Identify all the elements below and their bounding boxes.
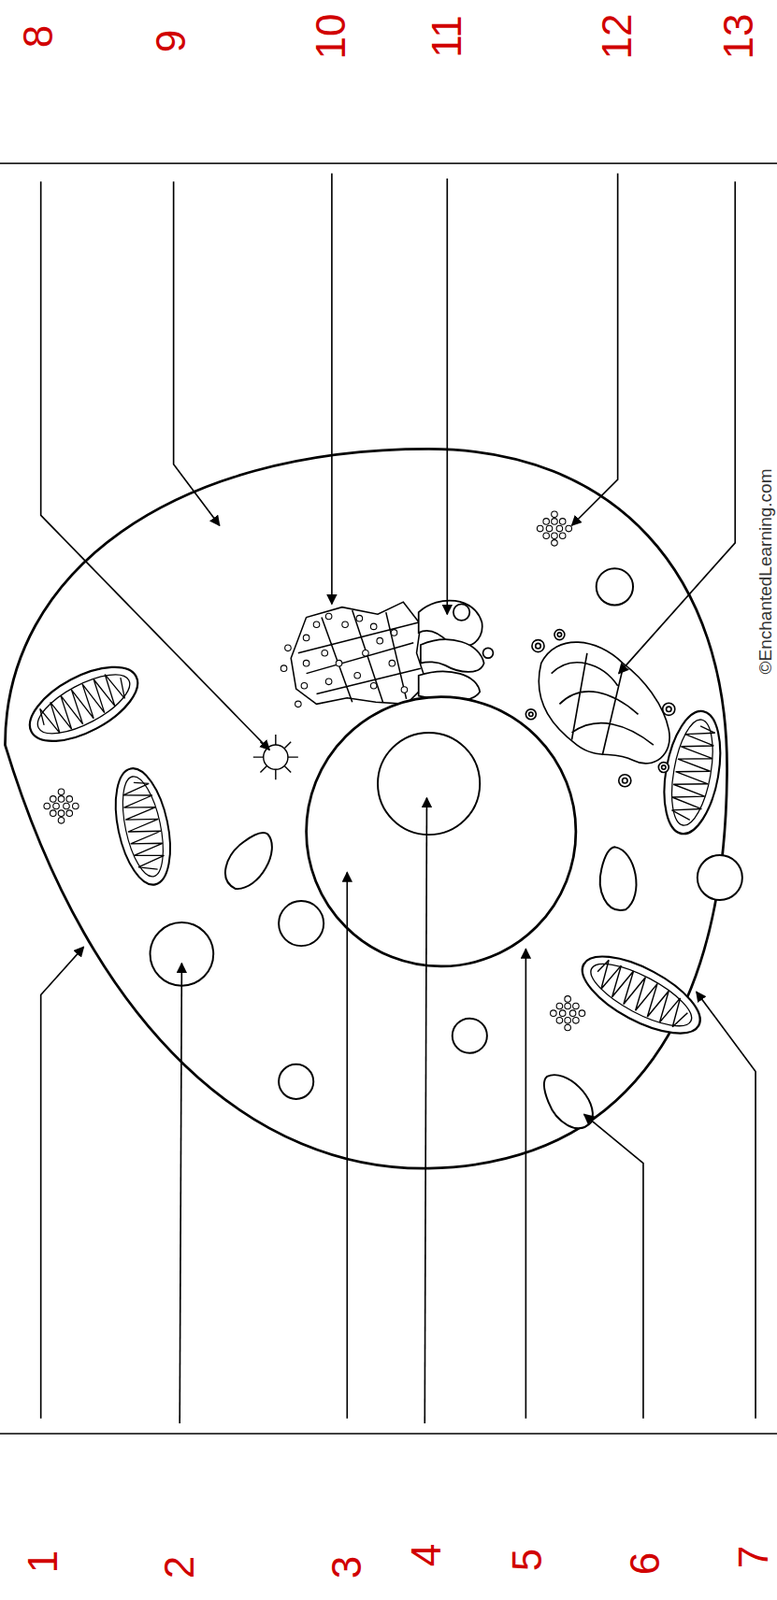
callout-number: 3 xyxy=(326,1556,368,1580)
leader-lines xyxy=(41,173,756,1425)
callout-number: 5 xyxy=(507,1548,549,1571)
callout-number: 13 xyxy=(719,14,761,60)
callout-number: 9 xyxy=(150,28,192,52)
ribosomes xyxy=(43,511,586,1032)
callout-number: 7 xyxy=(733,1546,775,1569)
rough-er xyxy=(280,602,427,707)
centrosome xyxy=(253,734,299,780)
callout-number: 1 xyxy=(22,1550,64,1573)
border-lines xyxy=(0,163,777,1435)
vesicles xyxy=(150,568,743,1100)
callout-number: 6 xyxy=(624,1553,666,1576)
callout-number: 12 xyxy=(597,14,639,60)
golgi-body xyxy=(418,601,494,702)
callout-number: 10 xyxy=(311,14,353,60)
cell-membrane xyxy=(4,448,727,1169)
callout-number: 8 xyxy=(17,25,59,48)
callout-number: 4 xyxy=(405,1544,447,1568)
watermark: ©EnchantedLearning.com xyxy=(756,469,775,676)
callout-number: 2 xyxy=(158,1556,201,1580)
callout-number: 11 xyxy=(426,14,468,58)
